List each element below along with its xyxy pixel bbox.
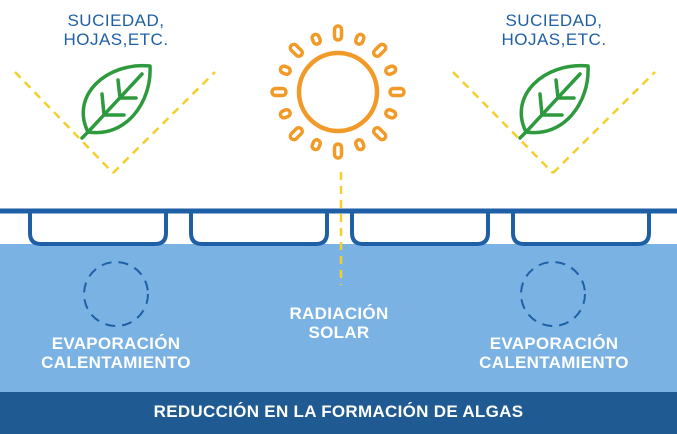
label-line: CALENTAMIENTO [479,352,629,372]
label-evaporation-left: EVAPORACIÓN CALENTAMIENTO [16,334,216,372]
deflection-lines-left [14,71,216,174]
sun-ray [388,86,406,98]
label-evaporation-right: EVAPORACIÓN CALENTAMIENTO [454,334,654,372]
sun-ray [288,42,305,59]
sun-ray [288,125,305,142]
leaf-icon [80,64,152,140]
label-line: SUCIEDAD, [505,11,603,30]
label-line: CALENTAMIENTO [41,352,191,372]
label-top-right: SUCIEDAD, HOJAS,ETC. [474,11,634,49]
sun-ray [278,107,292,120]
label-radiation: RADIACIÓN SOLAR [239,304,439,342]
deflection-lines-right [452,71,656,174]
sun-ray [332,24,344,42]
leaf-icon [518,64,590,140]
cover-segment [511,211,651,246]
banner-bar [0,392,677,434]
cover-segment [350,211,490,246]
sun-ray [384,107,398,120]
banner-title: REDUCCIÓN EN LA FORMACIÓN DE ALGAS [153,402,524,421]
sun-ray [353,138,366,152]
sun-ray [310,138,323,152]
label-line: SUCIEDAD, [67,11,165,30]
label-line: SOLAR [308,322,370,342]
circle-dashed-icon [83,261,149,327]
sun-ray [332,142,344,160]
label-line: EVAPORACIÓN [489,334,619,353]
cover-segments [28,211,651,246]
cover-segment [189,211,329,246]
sun-ray [371,125,388,142]
label-top-left: SUCIEDAD, HOJAS,ETC. [36,11,196,49]
sun-ray [278,64,292,77]
sun-ray [384,64,398,77]
sun-ray [353,32,366,46]
label-line: EVAPORACIÓN [51,334,181,353]
label-line: HOJAS,ETC. [501,29,607,49]
label-line: HOJAS,ETC. [63,29,169,49]
sun-ray [371,42,388,59]
water-area [0,244,677,392]
sun-ray [310,32,323,46]
label-line: RADIACIÓN [289,304,389,323]
cover-segment [28,211,168,246]
circle-dashed-icon [520,261,586,327]
sun-icon [270,24,406,160]
sun-ray [270,86,288,98]
